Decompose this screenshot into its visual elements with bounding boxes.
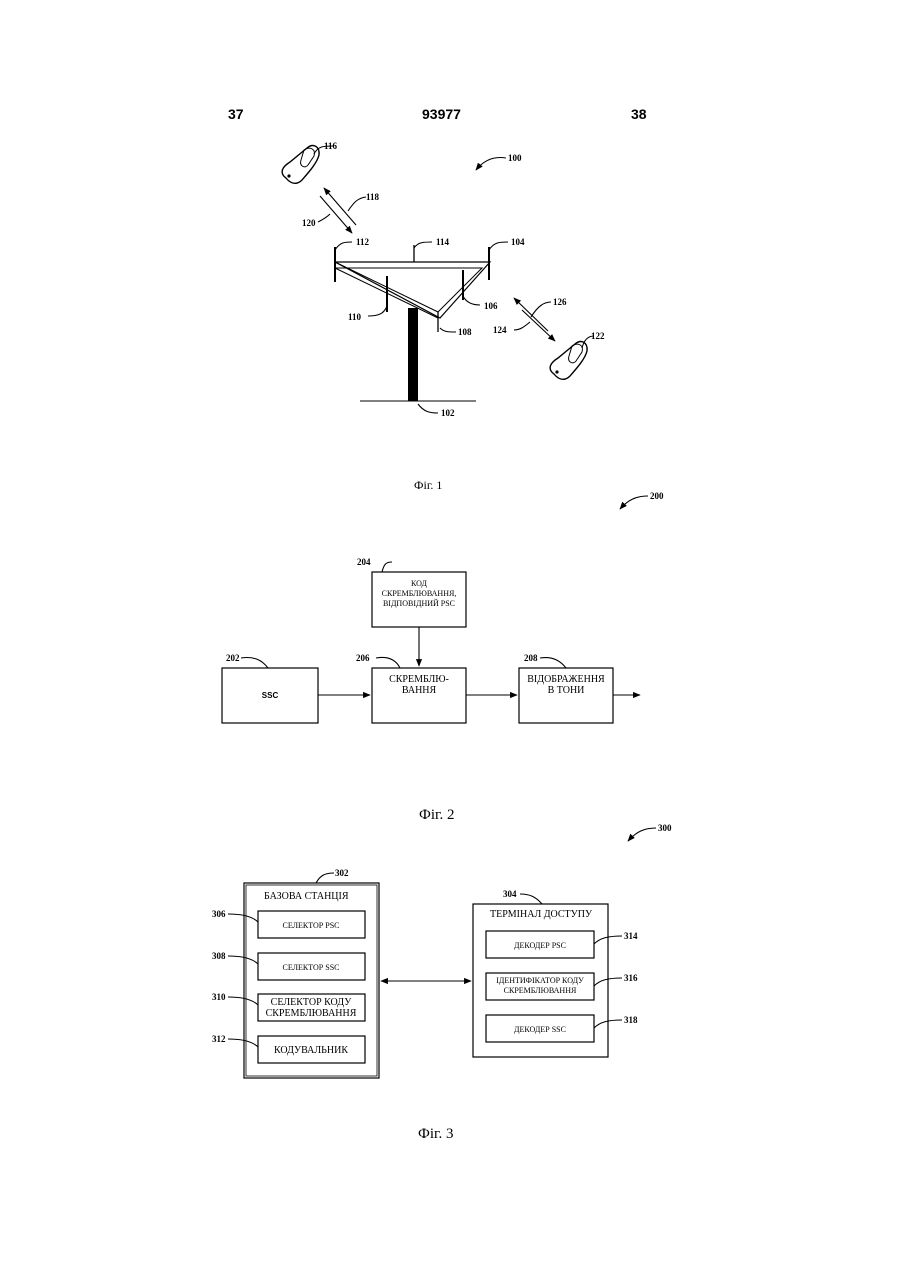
patent-number: 93977 [422,106,461,122]
ssc-label: SSC [262,691,279,700]
ref-102: 102 [441,408,455,418]
encoder-label: КОДУВАЛЬНИК [274,1045,348,1056]
ref-306: 306 [212,909,226,919]
code-identifier-line2: СКРЕМБЛЮВАННЯ [504,986,577,995]
mobile-device-122-icon [550,342,587,380]
ref-316: 316 [624,973,638,983]
ref-304: 304 [503,889,517,899]
right-page-number: 38 [631,106,647,122]
ref-116: 116 [324,141,338,151]
code-identifier-line1: ІДЕНТИФІКАТОР КОДУ [496,976,584,985]
ref-100: 100 [508,153,522,163]
code-selector-line2: СКРЕМБЛЮВАННЯ [266,1008,357,1019]
scrambling-code-line1: КОД [411,579,428,588]
ssc-decoder-label: ДЕКОДЕР SSC [514,1025,566,1034]
scrambling-line1: СКРЕМБЛЮ- [389,674,449,685]
ref-302: 302 [335,868,349,878]
figure-2: 200 КОД СКРЕМБЛЮВАННЯ, ВІДПОВІДНИЙ PSC 2… [222,491,664,823]
ref-122: 122 [591,331,605,341]
base-station-title: БАЗОВА СТАНЦІЯ [264,891,349,902]
ref-314: 314 [624,931,638,941]
scrambling-block: СКРЕМБЛЮ- ВАННЯ [372,668,466,723]
tone-mapping-block: ВІДОБРАЖЕННЯ В ТОНИ [519,668,613,723]
code-selector-line1: СЕЛЕКТОР КОДУ [271,997,353,1008]
ref-126: 126 [553,297,567,307]
figure-1: 116 118 120 100 112 114 104 106 110 108 … [282,141,605,492]
scrambling-code-line3: ВІДПОВІДНИЙ PSC [383,599,455,608]
ref-312: 312 [212,1034,226,1044]
ref-308: 308 [212,951,226,961]
access-terminal-block: ТЕРМІНАЛ ДОСТУПУ ДЕКОДЕР PSC ІДЕНТИФІКАТ… [473,904,608,1057]
ssc-block: SSC [222,668,318,723]
tone-mapping-line1: ВІДОБРАЖЕННЯ [527,674,605,685]
ref-124: 124 [493,325,507,335]
psc-selector-label: СЕЛЕКТОР PSC [282,921,339,930]
antenna-mast [408,308,418,401]
scrambling-line2: ВАННЯ [402,685,437,696]
ref-202: 202 [226,653,240,663]
tone-mapping-line2: В ТОНИ [548,685,585,696]
ref-120: 120 [302,218,316,228]
left-page-number: 37 [228,106,244,122]
figure-2-caption: Фіг. 2 [419,807,454,823]
ref-110: 110 [348,312,362,322]
ref-206: 206 [356,653,370,663]
figure-3-caption: Фіг. 3 [418,1126,453,1142]
ref-300: 300 [658,823,672,833]
scrambling-code-block: КОД СКРЕМБЛЮВАННЯ, ВІДПОВІДНИЙ PSC [372,572,466,627]
psc-decoder-label: ДЕКОДЕР PSC [514,941,566,950]
ref-208: 208 [524,653,538,663]
ref-310: 310 [212,992,226,1002]
ref-200: 200 [650,491,664,501]
ref-104: 104 [511,237,525,247]
ref-118: 118 [366,192,380,202]
ref-108: 108 [458,327,472,337]
scrambling-code-line2: СКРЕМБЛЮВАННЯ, [382,589,457,598]
ref-112: 112 [356,237,370,247]
figure-1-caption: Фіг. 1 [414,478,442,492]
ref-204: 204 [357,557,371,567]
access-terminal-title: ТЕРМІНАЛ ДОСТУПУ [490,909,593,920]
base-station-block: БАЗОВА СТАНЦІЯ СЕЛЕКТОР PSC СЕЛЕКТОР SSC… [244,883,379,1078]
ssc-selector-label: СЕЛЕКТОР SSC [282,963,339,972]
ref-106: 106 [484,301,498,311]
ref-114: 114 [436,237,450,247]
mobile-device-116-icon [282,146,319,184]
figure-3: 300 БАЗОВА СТАНЦІЯ СЕЛЕКТОР PSC СЕЛЕКТОР… [212,823,672,1142]
ref-318: 318 [624,1015,638,1025]
